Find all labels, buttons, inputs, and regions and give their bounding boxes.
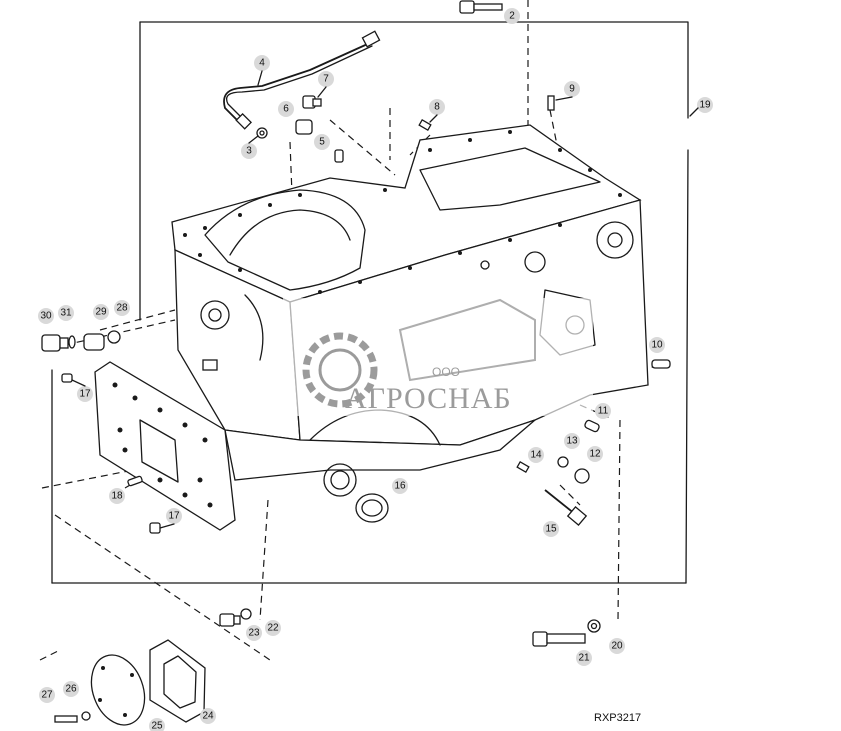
svg-text:23: 23 (248, 628, 260, 639)
callout-9: 9 (564, 81, 580, 97)
svg-text:27: 27 (41, 690, 53, 701)
svg-text:14: 14 (530, 450, 542, 461)
callout-22: 22 (265, 620, 281, 636)
svg-text:18: 18 (111, 491, 123, 502)
callout-27: 27 (39, 687, 55, 703)
fasteners (41, 0, 671, 726)
callout-8: 8 (429, 99, 445, 115)
callout-6: 6 (278, 101, 294, 117)
callout-29: 29 (93, 304, 109, 320)
svg-text:22: 22 (267, 623, 279, 634)
svg-text:6: 6 (283, 104, 289, 115)
callout-17a: 17 (77, 386, 93, 402)
watermark-small-text: ООО (432, 365, 460, 379)
svg-text:16: 16 (394, 481, 406, 492)
callout-14: 14 (528, 447, 544, 463)
callout-3: 3 (241, 143, 257, 159)
assembly-frame (51, 21, 689, 584)
svg-text:10: 10 (651, 340, 663, 351)
svg-text:21: 21 (578, 653, 590, 664)
svg-text:8: 8 (434, 102, 440, 113)
callout-10: 10 (649, 337, 665, 353)
callout-26: 26 (63, 681, 79, 697)
front-cover-plate (94, 361, 236, 531)
leader-lines (71, 70, 699, 529)
svg-text:17: 17 (79, 389, 91, 400)
svg-text:5: 5 (319, 137, 325, 148)
callout-17b: 17 (166, 508, 182, 524)
svg-text:31: 31 (60, 308, 72, 319)
svg-text:15: 15 (545, 524, 557, 535)
watermark-brand-text: АГРОСНАБ (345, 382, 512, 415)
svg-text:17: 17 (168, 511, 180, 522)
figure-code: RXP3217 (594, 712, 641, 724)
svg-text:24: 24 (202, 711, 214, 722)
svg-text:3: 3 (246, 146, 252, 157)
watermark: ООО АГРОСНАБ (283, 298, 593, 416)
oil-pipe (223, 30, 381, 130)
callout-12: 12 (587, 446, 603, 462)
callout-31: 31 (58, 305, 74, 321)
callout-11: 11 (595, 403, 611, 419)
svg-text:19: 19 (699, 100, 711, 111)
svg-text:26: 26 (65, 684, 77, 695)
callout-5: 5 (314, 134, 330, 150)
svg-text:4: 4 (259, 58, 265, 69)
top-bolt-holes (183, 130, 622, 294)
callout-25: 25 (149, 718, 165, 731)
svg-text:29: 29 (95, 307, 107, 318)
callout-28: 28 (114, 300, 130, 316)
callout-15: 15 (543, 521, 559, 537)
callout-18: 18 (109, 488, 125, 504)
svg-text:25: 25 (151, 721, 163, 731)
callout-19: 19 (697, 97, 713, 113)
svg-text:2: 2 (509, 11, 515, 22)
callout-24: 24 (200, 708, 216, 724)
svg-text:7: 7 (323, 74, 329, 85)
svg-text:13: 13 (566, 436, 578, 447)
callout-13: 13 (564, 433, 580, 449)
callout-23: 23 (246, 625, 262, 641)
svg-text:30: 30 (40, 311, 52, 322)
callout-16: 16 (392, 478, 408, 494)
svg-text:28: 28 (116, 303, 128, 314)
callout-20: 20 (609, 638, 625, 654)
callout-21: 21 (576, 650, 592, 666)
svg-text:20: 20 (611, 641, 623, 652)
svg-text:11: 11 (598, 406, 609, 417)
callout-2: 2 (504, 8, 520, 24)
svg-text:12: 12 (589, 449, 601, 460)
callout-30: 30 (38, 308, 54, 324)
callout-7: 7 (318, 71, 334, 87)
callout-4: 4 (254, 55, 270, 71)
callouts: 2 4 3 5 6 7 8 9 19 10 11 13 12 14 15 16 … (38, 8, 713, 731)
svg-text:9: 9 (569, 84, 575, 95)
